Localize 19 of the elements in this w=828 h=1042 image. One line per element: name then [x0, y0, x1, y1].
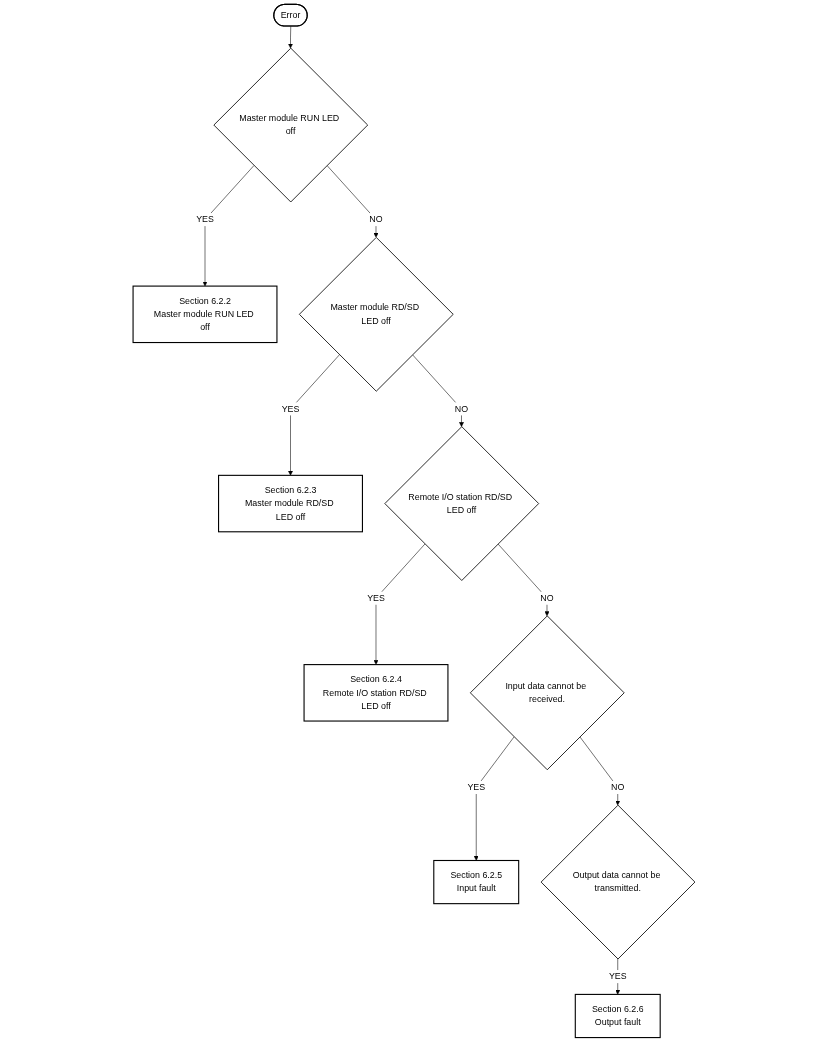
- edge-label: YES: [467, 782, 486, 792]
- node-box: Section 6.2.4 Remote I/O station RD/SD LED off: [303, 664, 449, 722]
- node-box: Section 6.2.6 Output fault: [574, 993, 661, 1039]
- node-diamond: Output data cannot be transmitted.: [540, 804, 696, 960]
- node-diamond: Master module RUN LED off: [213, 47, 369, 203]
- node-box: Section 6.2.2 Master module RUN LED off: [132, 285, 278, 344]
- node-box: Section 6.2.5 Input fault: [433, 859, 520, 905]
- edge-label: NO: [369, 214, 383, 225]
- node-diamond: Input data cannot be received.: [469, 615, 625, 771]
- edge-label: YES: [281, 403, 300, 414]
- edge-label: NO: [454, 403, 469, 414]
- edge-label: NO: [540, 593, 554, 603]
- edge-label: YES: [367, 593, 385, 603]
- edge-label: YES: [608, 971, 627, 982]
- node-diamond: Master module RD/SD LED off: [298, 237, 454, 392]
- edge-label: NO: [611, 782, 625, 792]
- node-diamond: Remote I/O station RD/SD LED off: [384, 426, 540, 581]
- edge-label: YES: [196, 214, 214, 225]
- node-box: Section 6.2.3 Master module RD/SD LED off: [218, 474, 363, 533]
